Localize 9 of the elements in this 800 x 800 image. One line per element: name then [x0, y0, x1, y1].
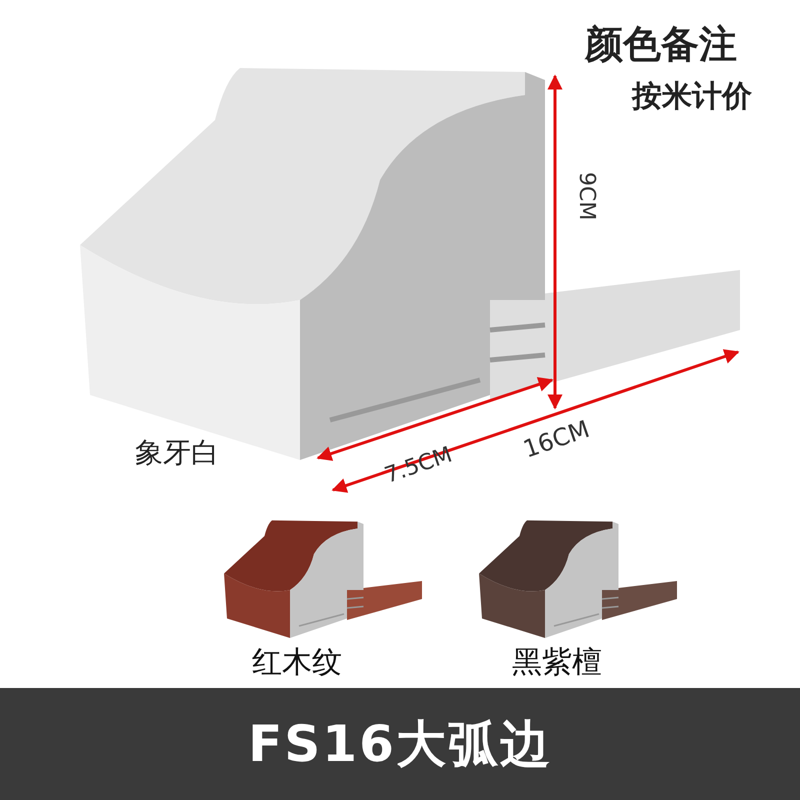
dimension-label: 7.5CM [382, 443, 456, 489]
title: FS16大弧边 [248, 714, 552, 774]
note-text: 按米计价 [632, 80, 752, 113]
dimension-label: 9CM [574, 172, 598, 220]
note-text: 颜色备注 [585, 24, 737, 66]
color-caption: 黑紫檀 [512, 646, 602, 679]
color-caption: 象牙白 [135, 438, 219, 469]
color-caption: 红木纹 [252, 646, 342, 679]
dimension-label: 16CM [520, 416, 593, 463]
